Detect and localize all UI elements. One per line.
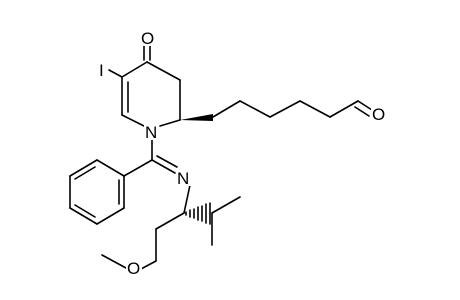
bond-n-chiral-c [183, 184, 191, 214]
bond-c4-c3 [146, 61, 181, 81]
bond-ch2-oxygen [140, 260, 157, 270]
hexanal-chain [180, 100, 373, 121]
bond-c4-c5 [121, 61, 148, 78]
iodine-label: I [99, 61, 104, 80]
phenyl-ring [69, 159, 125, 225]
bond-c2-n1 [159, 119, 181, 127]
phenyl-bond-6 [96, 159, 125, 177]
bond-c-n-imine-2 [156, 155, 178, 168]
phenyl-bond-2 [96, 207, 125, 225]
chain-bond-1 [212, 100, 241, 118]
atom-labels: O I N N O O [98, 28, 387, 278]
chain-bond-3 [269, 100, 301, 118]
bond-isopropyl-up [211, 196, 241, 214]
aldehyde-bond-2 [354, 106, 370, 117]
bond-c-phenyl [123, 159, 153, 177]
phenyl-bond-5 [69, 159, 98, 177]
nitrogen-ring-label: N [145, 123, 157, 142]
nitrogen-imine-label: N [177, 169, 189, 188]
oxygen-ether-label: O [127, 259, 140, 278]
oxygen-ketone-label: O [141, 29, 154, 48]
bond-c6-n1 [121, 114, 145, 127]
bond-c-n-imine-1 [151, 159, 176, 174]
chain-bond-2 [239, 100, 271, 118]
bond-oxygen-methyl [101, 254, 127, 269]
pyridinone-ring [108, 44, 181, 127]
bond-chiral-ch2 [155, 212, 185, 230]
aldehyde-bond-1 [357, 100, 373, 111]
phenyl-inner-3 [74, 166, 96, 180]
chain-bond-5 [329, 100, 359, 118]
oxygen-aldehyde-label: O [372, 105, 385, 124]
stereo-wedge-c2 [180, 114, 213, 121]
bond-c5-i [108, 69, 123, 78]
amine-side-chain [101, 184, 241, 270]
phenyl-bond-3 [69, 207, 98, 225]
phenyl-inner-2 [74, 204, 96, 218]
amidine-group [123, 139, 178, 177]
chain-bond-4 [299, 100, 331, 118]
stereo-hash-wedge [185, 202, 211, 225]
